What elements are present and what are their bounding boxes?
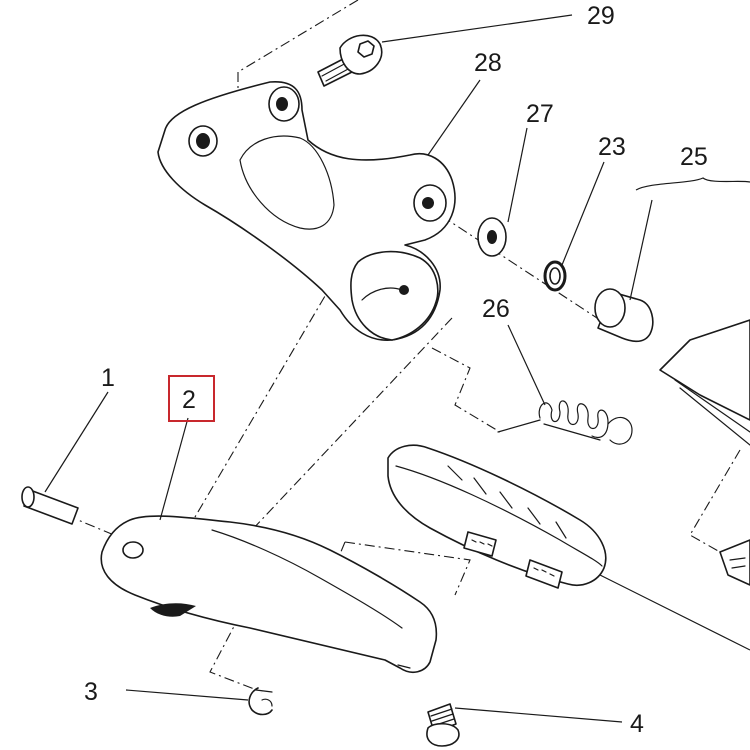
callout-4: 4 xyxy=(630,710,644,738)
callout-labels: 29 28 27 23 25 26 1 2 3 4 xyxy=(84,2,708,738)
part-3-circlip xyxy=(248,687,273,716)
callout-2-highlight-box xyxy=(168,375,215,422)
callout-25: 25 xyxy=(680,143,708,171)
callout-3: 3 xyxy=(84,678,98,706)
footrest-rubber-pad xyxy=(387,444,607,589)
part-25-bushing xyxy=(594,288,654,343)
part-26-spring xyxy=(497,400,633,445)
part-25-assembly-fragment xyxy=(659,319,750,586)
callout-29: 29 xyxy=(587,2,615,30)
part-29-socket-bolt xyxy=(317,34,383,87)
part-28-footrest-bracket xyxy=(157,81,456,341)
callout-23: 23 xyxy=(598,133,626,161)
callout-1: 1 xyxy=(101,364,115,392)
part-1-pin xyxy=(21,486,79,525)
callout-26: 26 xyxy=(482,295,510,323)
part-27-washer xyxy=(477,217,507,257)
part-23-o-ring xyxy=(543,260,567,292)
callout-27: 27 xyxy=(526,100,554,128)
part-4-button-head-screw xyxy=(426,703,460,747)
callout-28: 28 xyxy=(474,49,502,77)
callout-2: 2 xyxy=(182,386,196,414)
part-2-footrest-peg xyxy=(100,515,438,674)
leader-lines xyxy=(44,14,750,723)
